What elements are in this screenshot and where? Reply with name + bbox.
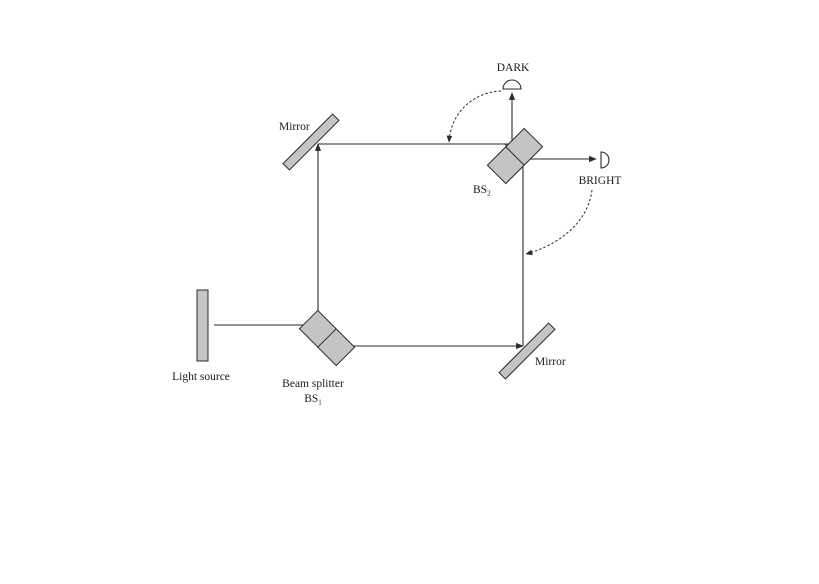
beam-splitter-label: Beam splitter <box>282 378 344 390</box>
bs2-label: BS2 <box>473 184 491 198</box>
bs1-label-main: BS <box>304 393 318 405</box>
mirror-bottom-label: Mirror <box>535 356 566 368</box>
bright-curved-arrow <box>525 189 593 256</box>
bs2-label-main: BS <box>473 184 487 196</box>
beam-splitter-bs1 <box>298 309 356 367</box>
beam-splitter-bs2 <box>486 127 544 185</box>
bright-label: BRIGHT <box>579 175 622 187</box>
dark-detector <box>502 79 522 90</box>
bs1-label-sub: 1 <box>318 399 322 407</box>
dark-label: DARK <box>497 62 530 74</box>
mirror-top <box>282 113 340 171</box>
bs2-label-sub: 2 <box>487 190 491 198</box>
mirror-top-label: Mirror <box>279 121 310 133</box>
light-source <box>196 289 209 362</box>
bright-detector <box>600 151 610 169</box>
bs1-label: BS1 <box>304 393 322 407</box>
mirror-bottom <box>498 322 556 380</box>
dark-curved-arrow <box>446 90 502 143</box>
light-source-label: Light source <box>172 371 230 383</box>
